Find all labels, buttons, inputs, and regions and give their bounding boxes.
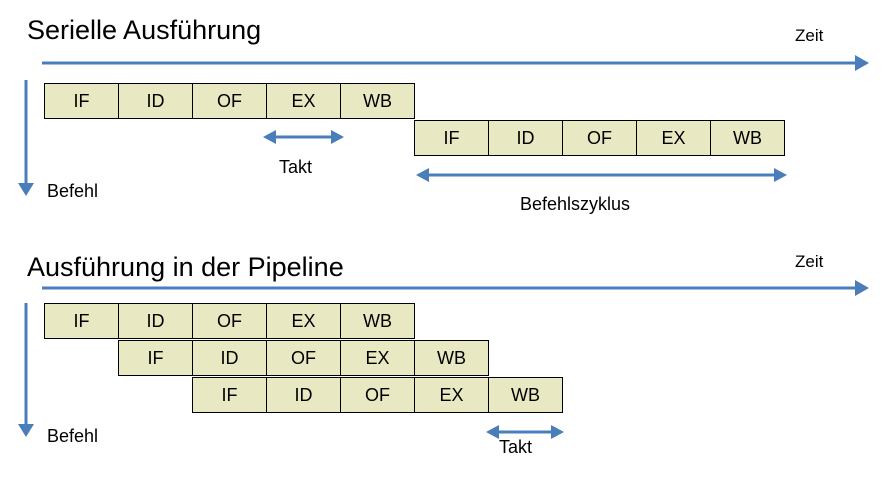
stage-box: WB xyxy=(340,83,415,119)
stage-box: IF xyxy=(414,120,489,156)
stage-box: IF xyxy=(44,83,119,119)
stage-box: OF xyxy=(562,120,637,156)
instruction-axis-label-serial: Befehl xyxy=(47,181,99,201)
section-title-serial: Serielle Ausführung xyxy=(27,15,262,45)
measure-label-takt-serial: Takt xyxy=(279,157,313,177)
stage-box: WB xyxy=(340,303,415,339)
stage-box: ID xyxy=(192,340,267,376)
stage-box: EX xyxy=(414,377,489,413)
time-axis-label-serial: Zeit xyxy=(795,26,824,45)
instruction-axis-label-pipeline: Befehl xyxy=(47,426,99,446)
stage-box: ID xyxy=(118,83,193,119)
stage-box: ID xyxy=(488,120,563,156)
section-title-pipeline: Ausführung in der Pipeline xyxy=(27,252,344,282)
stage-box: OF xyxy=(192,303,267,339)
stage-box: ID xyxy=(266,377,341,413)
measure-label-takt-pipeline: Takt xyxy=(499,437,533,457)
stage-box: IF xyxy=(118,340,193,376)
stage-box: IF xyxy=(44,303,119,339)
measure-label-befehlszyklus: Befehlszyklus xyxy=(520,194,631,214)
stage-box: EX xyxy=(636,120,711,156)
stage-box: OF xyxy=(266,340,341,376)
stage-box: EX xyxy=(340,340,415,376)
stage-box: OF xyxy=(192,83,267,119)
stage-box: WB xyxy=(710,120,785,156)
section-ausfuehrung-in-der-pipeline: Ausführung in der Pipeline Zeit Befehl I… xyxy=(0,240,887,483)
stage-box: ID xyxy=(118,303,193,339)
stage-box: EX xyxy=(266,83,341,119)
section-serielle-ausfuehrung: Serielle Ausführung Zeit Befehl IF ID OF… xyxy=(0,0,887,240)
stage-box: WB xyxy=(488,377,563,413)
stage-box: EX xyxy=(266,303,341,339)
stage-box: IF xyxy=(192,377,267,413)
stage-box: OF xyxy=(340,377,415,413)
stage-box: WB xyxy=(414,340,489,376)
time-axis-label-pipeline: Zeit xyxy=(795,252,824,271)
